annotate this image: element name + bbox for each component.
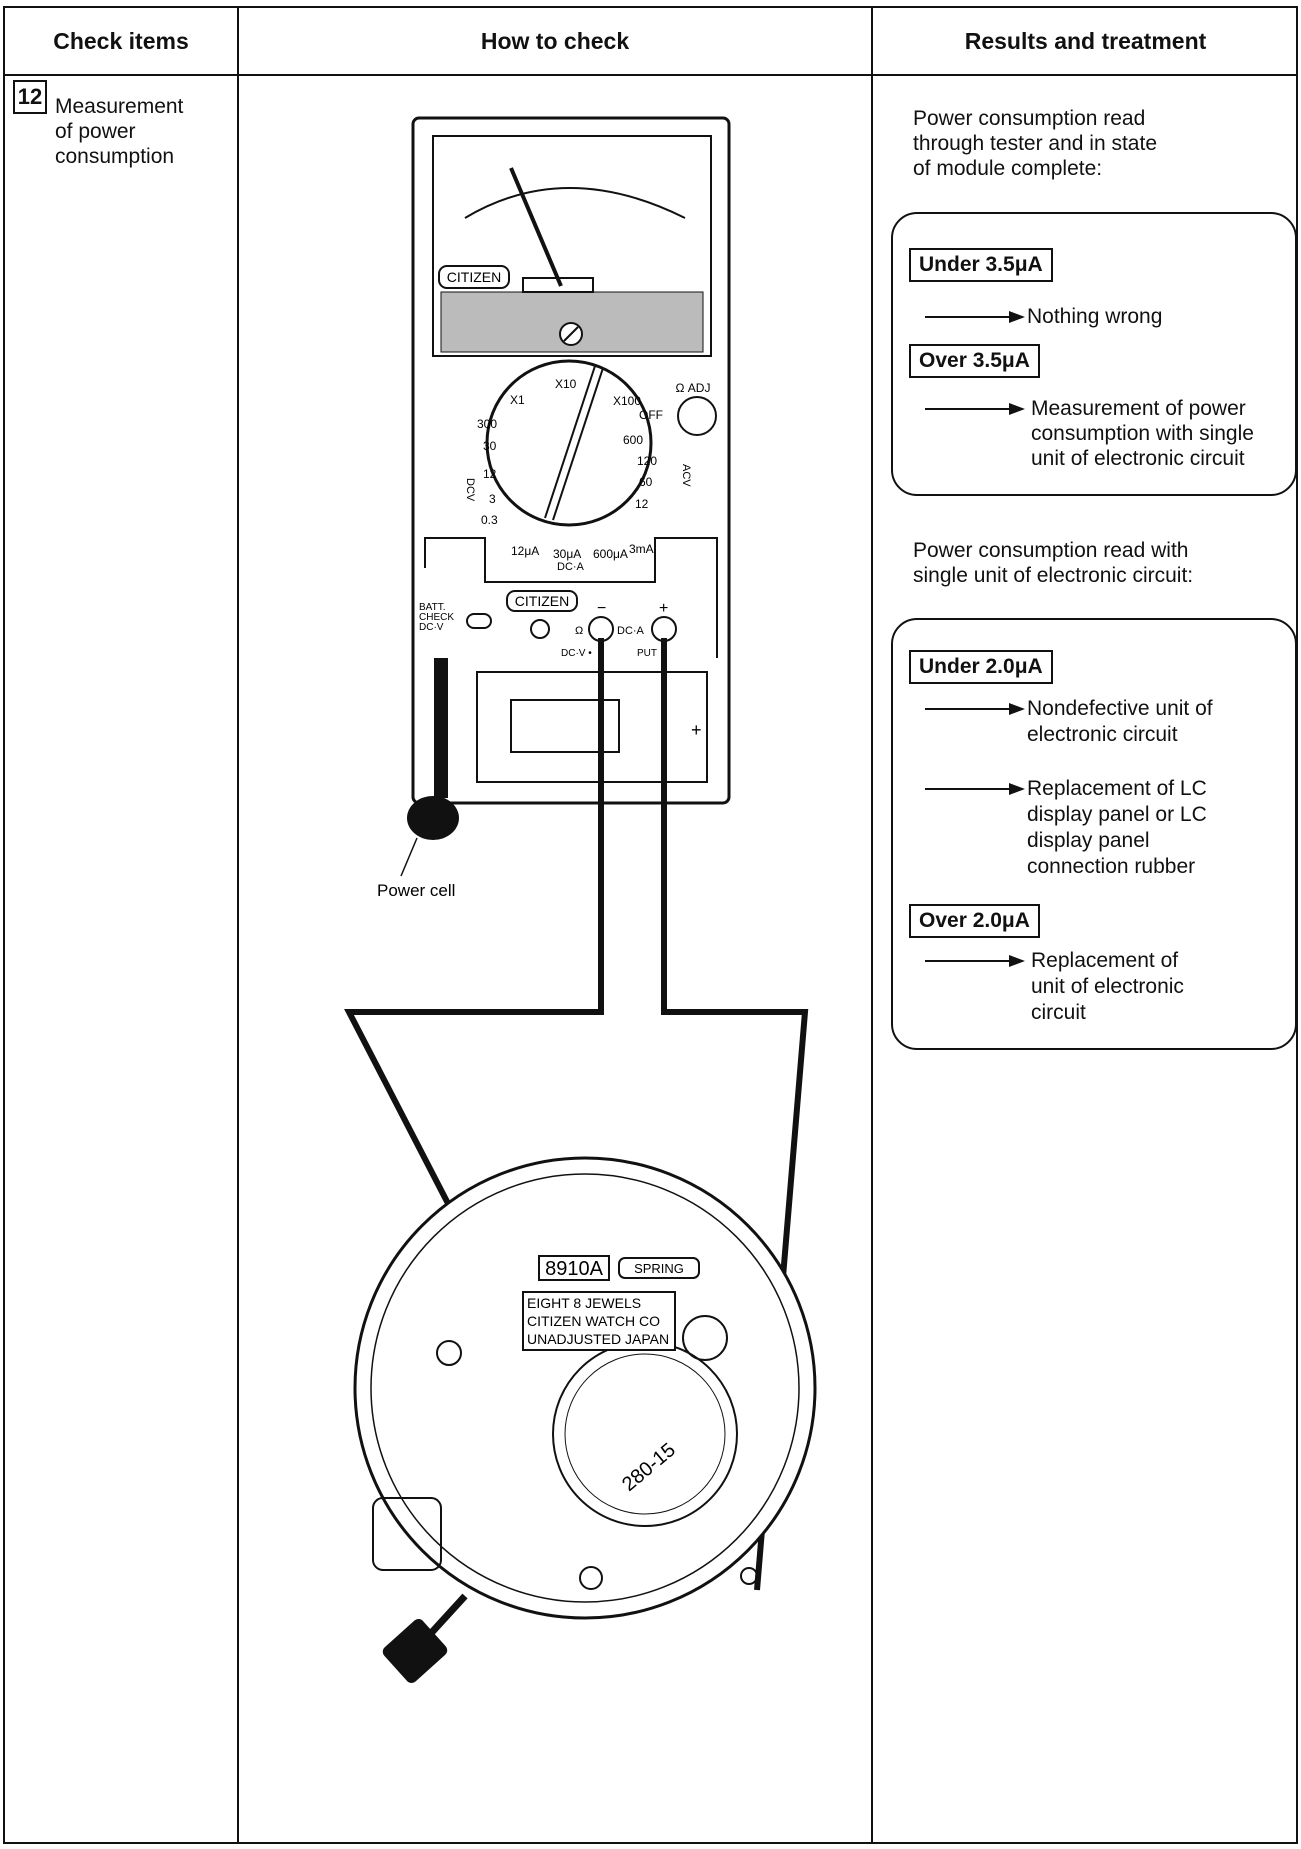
engraving-line: EIGHT 8 JEWELS bbox=[527, 1295, 641, 1311]
result-item: Replacement of unit of electronic circui… bbox=[925, 948, 1295, 1028]
result-item: Nondefective unit of electronic circuit bbox=[925, 696, 1295, 748]
dcv-scale: 3 bbox=[489, 492, 496, 506]
result-item-text: Replacement of LC bbox=[1027, 776, 1207, 801]
result-item-text: Nondefective unit of bbox=[1027, 696, 1213, 721]
arrow-icon bbox=[925, 954, 1025, 968]
watch-module bbox=[355, 1158, 815, 1618]
battery-plus: + bbox=[691, 720, 702, 740]
batt-check-switch bbox=[467, 614, 491, 628]
dcv-scale: 0.3 bbox=[481, 513, 498, 527]
acv-label: ACV bbox=[680, 464, 692, 487]
tag-over-3-5: Over 3.5μA bbox=[909, 344, 1040, 378]
dcv-scale: 30 bbox=[483, 439, 497, 453]
minus-sign: − bbox=[597, 600, 606, 617]
arrow-icon bbox=[925, 782, 1025, 796]
arrow-icon bbox=[925, 702, 1025, 716]
dcv-scale: 12 bbox=[483, 467, 497, 481]
result-item-text: Replacement of bbox=[1031, 948, 1178, 973]
result-item: Measurement of power consumption with si… bbox=[925, 396, 1295, 474]
range-x1: X1 bbox=[510, 393, 525, 407]
result-item-text: electronic circuit bbox=[1027, 722, 1178, 747]
engraving-line: CITIZEN WATCH CO bbox=[527, 1313, 660, 1329]
dca-scale: 12μA bbox=[511, 544, 539, 558]
result-item: Nothing wrong bbox=[925, 304, 1285, 330]
intro-line: of module complete: bbox=[913, 156, 1157, 181]
result-item-text: consumption with single bbox=[1031, 421, 1254, 446]
module-hole bbox=[741, 1568, 757, 1584]
intro-line: Power consumption read bbox=[913, 106, 1157, 131]
tag-under-2-0: Under 2.0μA bbox=[909, 650, 1053, 684]
arrow-icon bbox=[925, 310, 1025, 324]
jack-minus bbox=[589, 617, 613, 641]
acv-scale: 12 bbox=[635, 497, 649, 511]
meter-scale-arc bbox=[465, 188, 685, 218]
dcv-scale: 300 bbox=[477, 417, 497, 431]
result-item-text: unit of electronic circuit bbox=[1031, 446, 1245, 471]
result-item-text: display panel bbox=[1027, 828, 1150, 853]
jack-label: PUT bbox=[637, 648, 657, 659]
result-item-text: circuit bbox=[1031, 1000, 1086, 1025]
engraving-line: UNADJUSTED JAPAN bbox=[527, 1331, 669, 1347]
spring-label: SPRING bbox=[634, 1261, 684, 1276]
result-item-text: unit of electronic bbox=[1031, 974, 1184, 999]
acv-scale: 600 bbox=[623, 433, 643, 447]
range-off: OFF bbox=[639, 408, 663, 422]
panel-logo: CITIZEN bbox=[515, 593, 569, 609]
tag-under-3-5: Under 3.5μA bbox=[909, 248, 1053, 282]
jack-label: DC·V • bbox=[561, 648, 592, 659]
meter-logo: CITIZEN bbox=[447, 269, 501, 285]
intro-line: Power consumption read with bbox=[913, 538, 1193, 563]
meter-needle bbox=[511, 168, 561, 286]
power-cell-leader bbox=[401, 838, 417, 876]
acv-scale: 120 bbox=[637, 454, 657, 468]
dcv-label: DCV bbox=[464, 478, 476, 502]
jack-label: DC·A bbox=[617, 625, 645, 637]
ohm-adjust-knob bbox=[678, 397, 716, 435]
plus-sign: + bbox=[659, 600, 668, 617]
intro-line: single unit of electronic circuit: bbox=[913, 563, 1193, 588]
range-x100: X100 bbox=[613, 394, 641, 408]
arrow-icon bbox=[925, 402, 1025, 416]
power-cell bbox=[407, 796, 459, 840]
dca-scale: 3mA bbox=[629, 542, 654, 556]
module-code: 8910A bbox=[545, 1258, 603, 1280]
jack-plus bbox=[652, 617, 676, 641]
result-item-text: connection rubber bbox=[1027, 854, 1195, 879]
result-item-text: Nothing wrong bbox=[1027, 304, 1162, 329]
ohm-adjust-label: Ω ADJ bbox=[676, 381, 711, 395]
dca-scale: 600μA bbox=[593, 547, 628, 561]
jack-label: Ω bbox=[575, 625, 583, 637]
result-intro-2: Power consumption read with single unit … bbox=[913, 538, 1193, 588]
dca-label: DC·A bbox=[557, 561, 585, 573]
table-frame: Check items How to check Results and tre… bbox=[3, 6, 1298, 1844]
jack-a bbox=[531, 620, 549, 638]
result-item-text: display panel or LC bbox=[1027, 802, 1207, 827]
result-item-text: Measurement of power bbox=[1031, 396, 1246, 421]
dca-scale: 30μA bbox=[553, 547, 581, 561]
result-item: Replacement of LC display panel or LC di… bbox=[925, 776, 1295, 880]
acv-scale: 60 bbox=[639, 475, 653, 489]
range-x10: X10 bbox=[555, 377, 577, 391]
intro-line: through tester and in state bbox=[913, 131, 1157, 156]
batt-check-label: DC·V bbox=[419, 622, 444, 633]
result-intro-1: Power consumption read through tester an… bbox=[913, 106, 1157, 181]
tag-over-2-0: Over 2.0μA bbox=[909, 904, 1040, 938]
power-cell-label: Power cell bbox=[377, 881, 455, 900]
